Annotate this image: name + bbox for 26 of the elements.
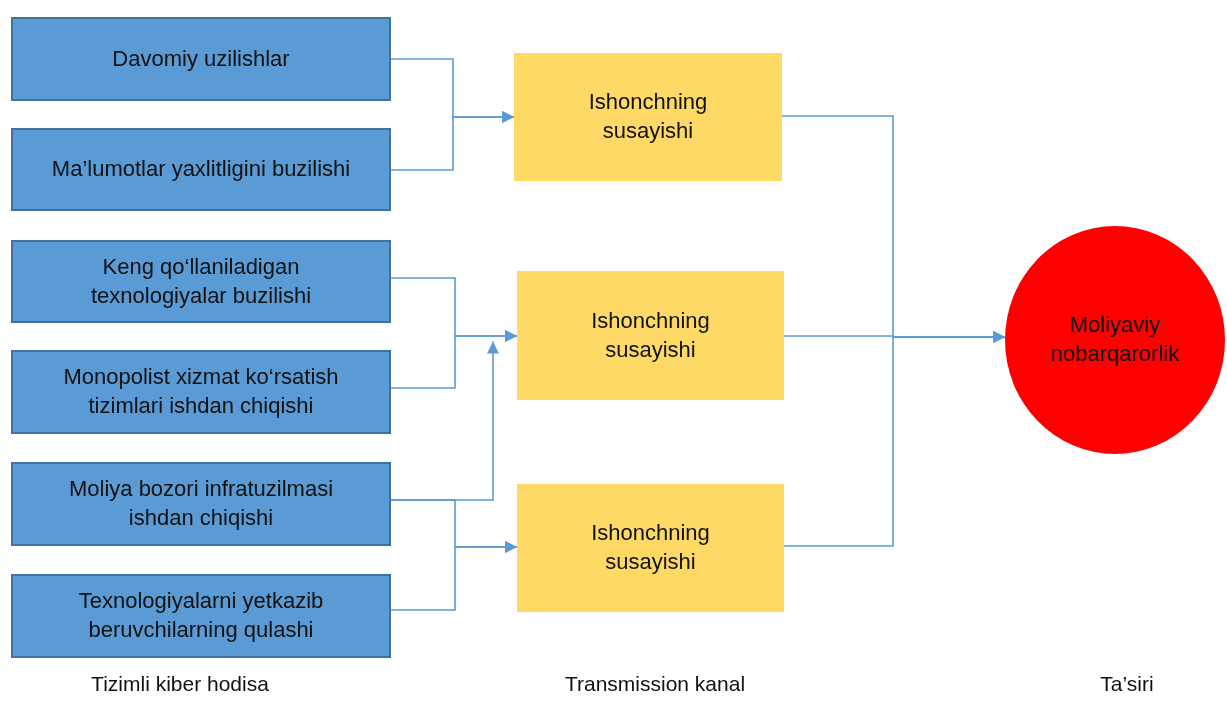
event-box bbox=[11, 574, 391, 658]
column-label: Transmission kanal bbox=[564, 672, 746, 696]
node-text: Keng qo‘llaniladigan texnologiyalar buzilishi bbox=[89, 252, 313, 310]
node-text: Moliyaviy nobarqarorlik bbox=[1049, 311, 1181, 368]
node-text: Ishonchning susayishi bbox=[590, 306, 711, 364]
event-box bbox=[11, 128, 391, 211]
node-text: Ishonchning susayishi bbox=[590, 519, 711, 576]
arrow bbox=[390, 111, 515, 171]
arrow bbox=[783, 331, 1006, 547]
node-text: Texnologiyalarni yetkazib beruvchilarning qulashi bbox=[77, 587, 325, 644]
channel-box bbox=[514, 53, 782, 181]
channel-box bbox=[517, 484, 784, 612]
node-text: Moliya bozori infratuzilmasi ishdan chiqishi bbox=[67, 475, 335, 532]
event-box bbox=[11, 17, 391, 101]
column-label: Ta’siri bbox=[1100, 672, 1154, 696]
arrow bbox=[390, 541, 518, 611]
column-label: Tizimli kiber hodisa bbox=[91, 672, 269, 696]
node-text: Ishonchning susayishi bbox=[587, 88, 709, 145]
event-box bbox=[11, 462, 391, 546]
channel-box bbox=[517, 271, 784, 400]
arrow bbox=[390, 330, 518, 389]
node-text: Ma’lumotlar yaxlitligini buzilishi bbox=[50, 155, 352, 184]
node-text: Davomiy uzilishlar bbox=[111, 44, 291, 73]
event-box bbox=[11, 240, 391, 323]
node-text: Monopolist xizmat ko‘rsatish tizimlari ishdan chiqishi bbox=[62, 363, 340, 420]
event-box bbox=[11, 350, 391, 434]
